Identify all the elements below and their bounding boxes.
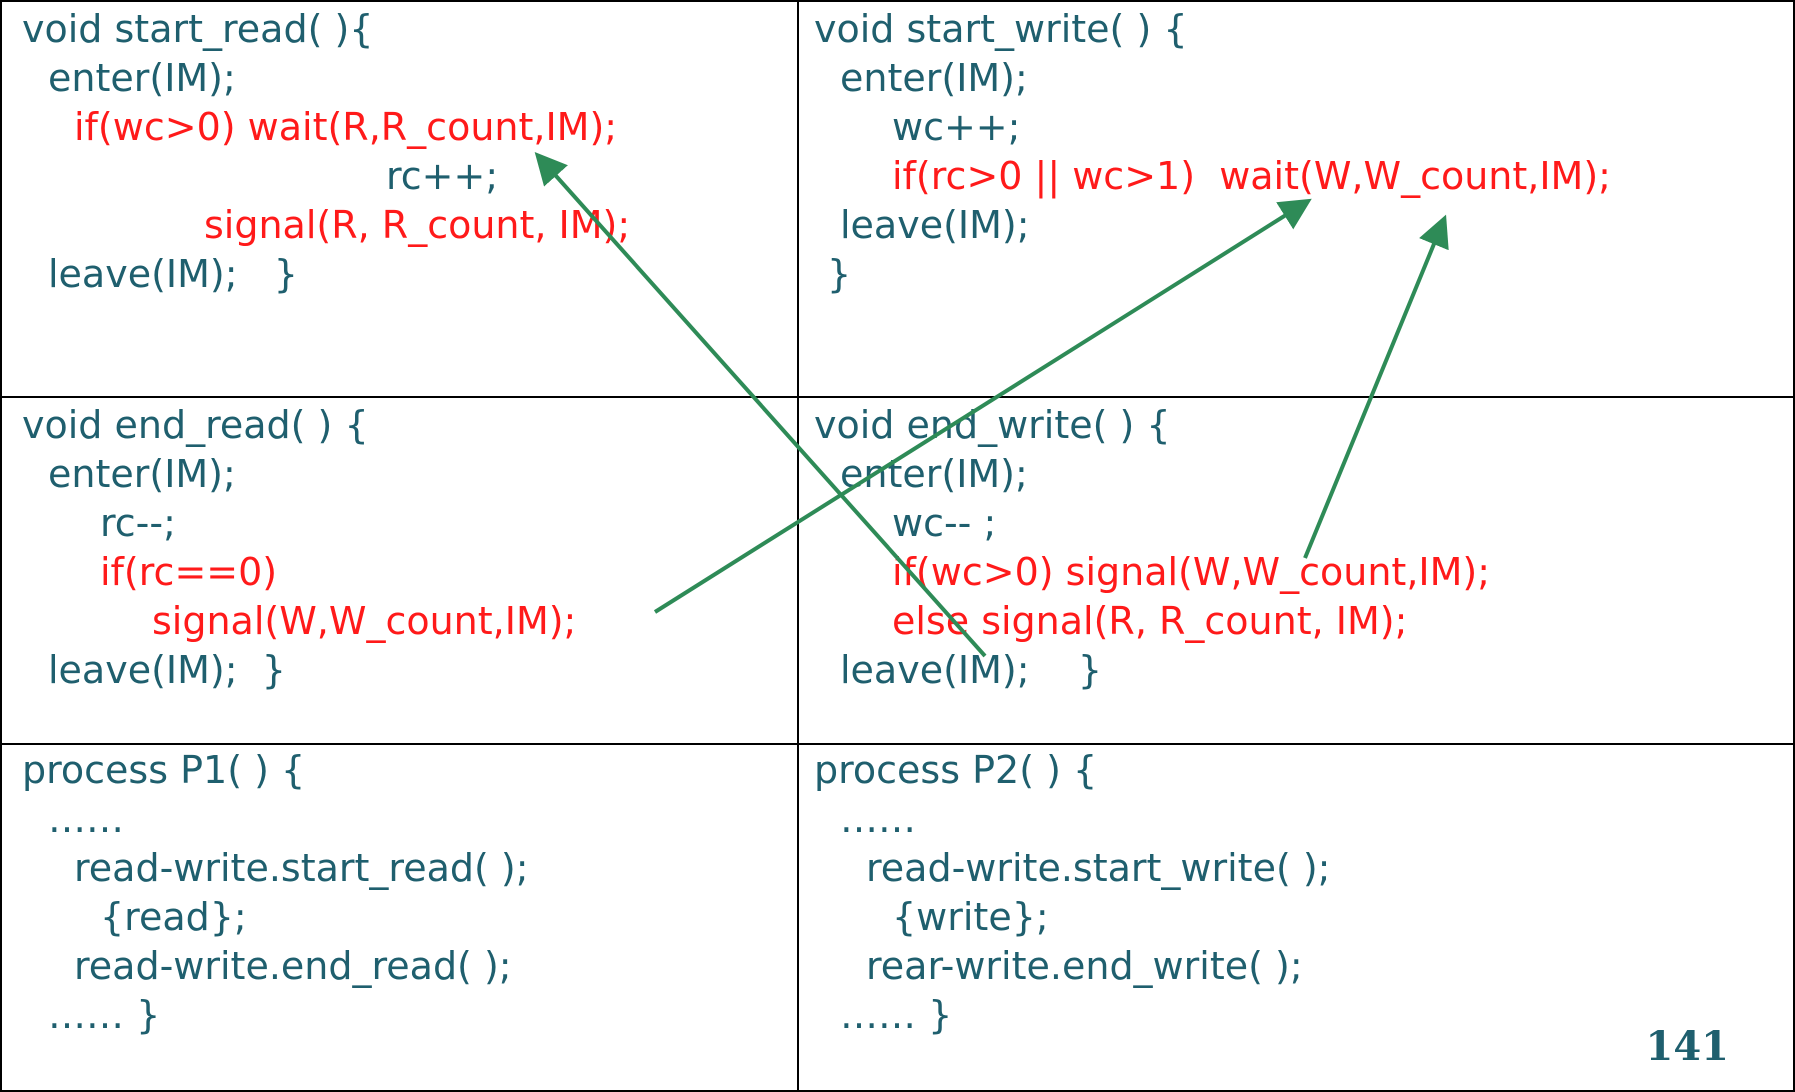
cell-process-p1: process P1( ) { …… read-write.start_read( …: [0, 743, 799, 1092]
code-line: if(rc>0 || wc>1) wait(W,W_count,IM);: [892, 154, 1611, 198]
code-line: enter(IM);: [840, 56, 1028, 100]
code-line: enter(IM);: [48, 452, 236, 496]
code-line: else signal(R, R_count, IM);: [892, 599, 1408, 643]
code-line: enter(IM);: [840, 452, 1028, 496]
cell-start-write: void start_write( ) { enter(IM); wc++; if(r…: [797, 0, 1795, 398]
code-line: if(rc==0): [100, 550, 278, 594]
code-line: wc++;: [892, 105, 1021, 149]
code-line: rear-write.end_write( );: [866, 944, 1303, 988]
code-line: {read};: [100, 895, 247, 939]
code-line: if(wc>0) signal(W,W_count,IM);: [892, 550, 1491, 594]
code-line: signal(R, R_count, IM);: [204, 203, 631, 247]
code-line: }: [827, 252, 852, 296]
code-line: enter(IM);: [48, 56, 236, 100]
code-line: read-write.end_read( );: [74, 944, 512, 988]
code-line: process P1( ) {: [22, 748, 306, 792]
page-number: 141: [1645, 1023, 1730, 1070]
cell-process-p2: process P2( ) { …… read-write.start_write(…: [797, 743, 1795, 1092]
code-line: process P2( ) {: [814, 748, 1098, 792]
code-line: void start_write( ) {: [814, 7, 1188, 51]
code-line: {write};: [892, 895, 1049, 939]
code-line: void end_read( ) {: [22, 403, 369, 447]
code-line: …… }: [48, 993, 161, 1037]
cell-end-write: void end_write( ) { enter(IM); wc-- ; if(wc…: [797, 396, 1795, 745]
grid-row-3: process P1( ) { …… read-write.start_read( …: [0, 743, 1795, 1092]
code-line: rc++;: [386, 154, 499, 198]
code-line: ……: [48, 797, 124, 841]
code-line: …… }: [840, 993, 953, 1037]
code-line: leave(IM);: [840, 203, 1030, 247]
code-line: leave(IM); }: [48, 252, 298, 296]
cell-start-read: void start_read( ){ enter(IM); if(wc>0) wa…: [0, 0, 799, 398]
grid-row-1: void start_read( ){ enter(IM); if(wc>0) wa…: [0, 0, 1795, 398]
code-line: rc--;: [100, 501, 176, 545]
code-line: void end_write( ) {: [814, 403, 1171, 447]
code-line: read-write.start_write( );: [866, 846, 1331, 890]
code-line: leave(IM); }: [840, 648, 1103, 692]
code-line: ……: [840, 797, 916, 841]
code-line: void start_read( ){: [22, 7, 374, 51]
grid-row-2: void end_read( ) { enter(IM); rc--; if(rc==…: [0, 396, 1795, 745]
cell-end-read: void end_read( ) { enter(IM); rc--; if(rc==…: [0, 396, 799, 745]
code-line: leave(IM); }: [48, 648, 286, 692]
code-line: read-write.start_read( );: [74, 846, 529, 890]
code-line: if(wc>0) wait(R,R_count,IM);: [74, 105, 618, 149]
code-line: signal(W,W_count,IM);: [152, 599, 577, 643]
code-line: wc-- ;: [892, 501, 997, 545]
